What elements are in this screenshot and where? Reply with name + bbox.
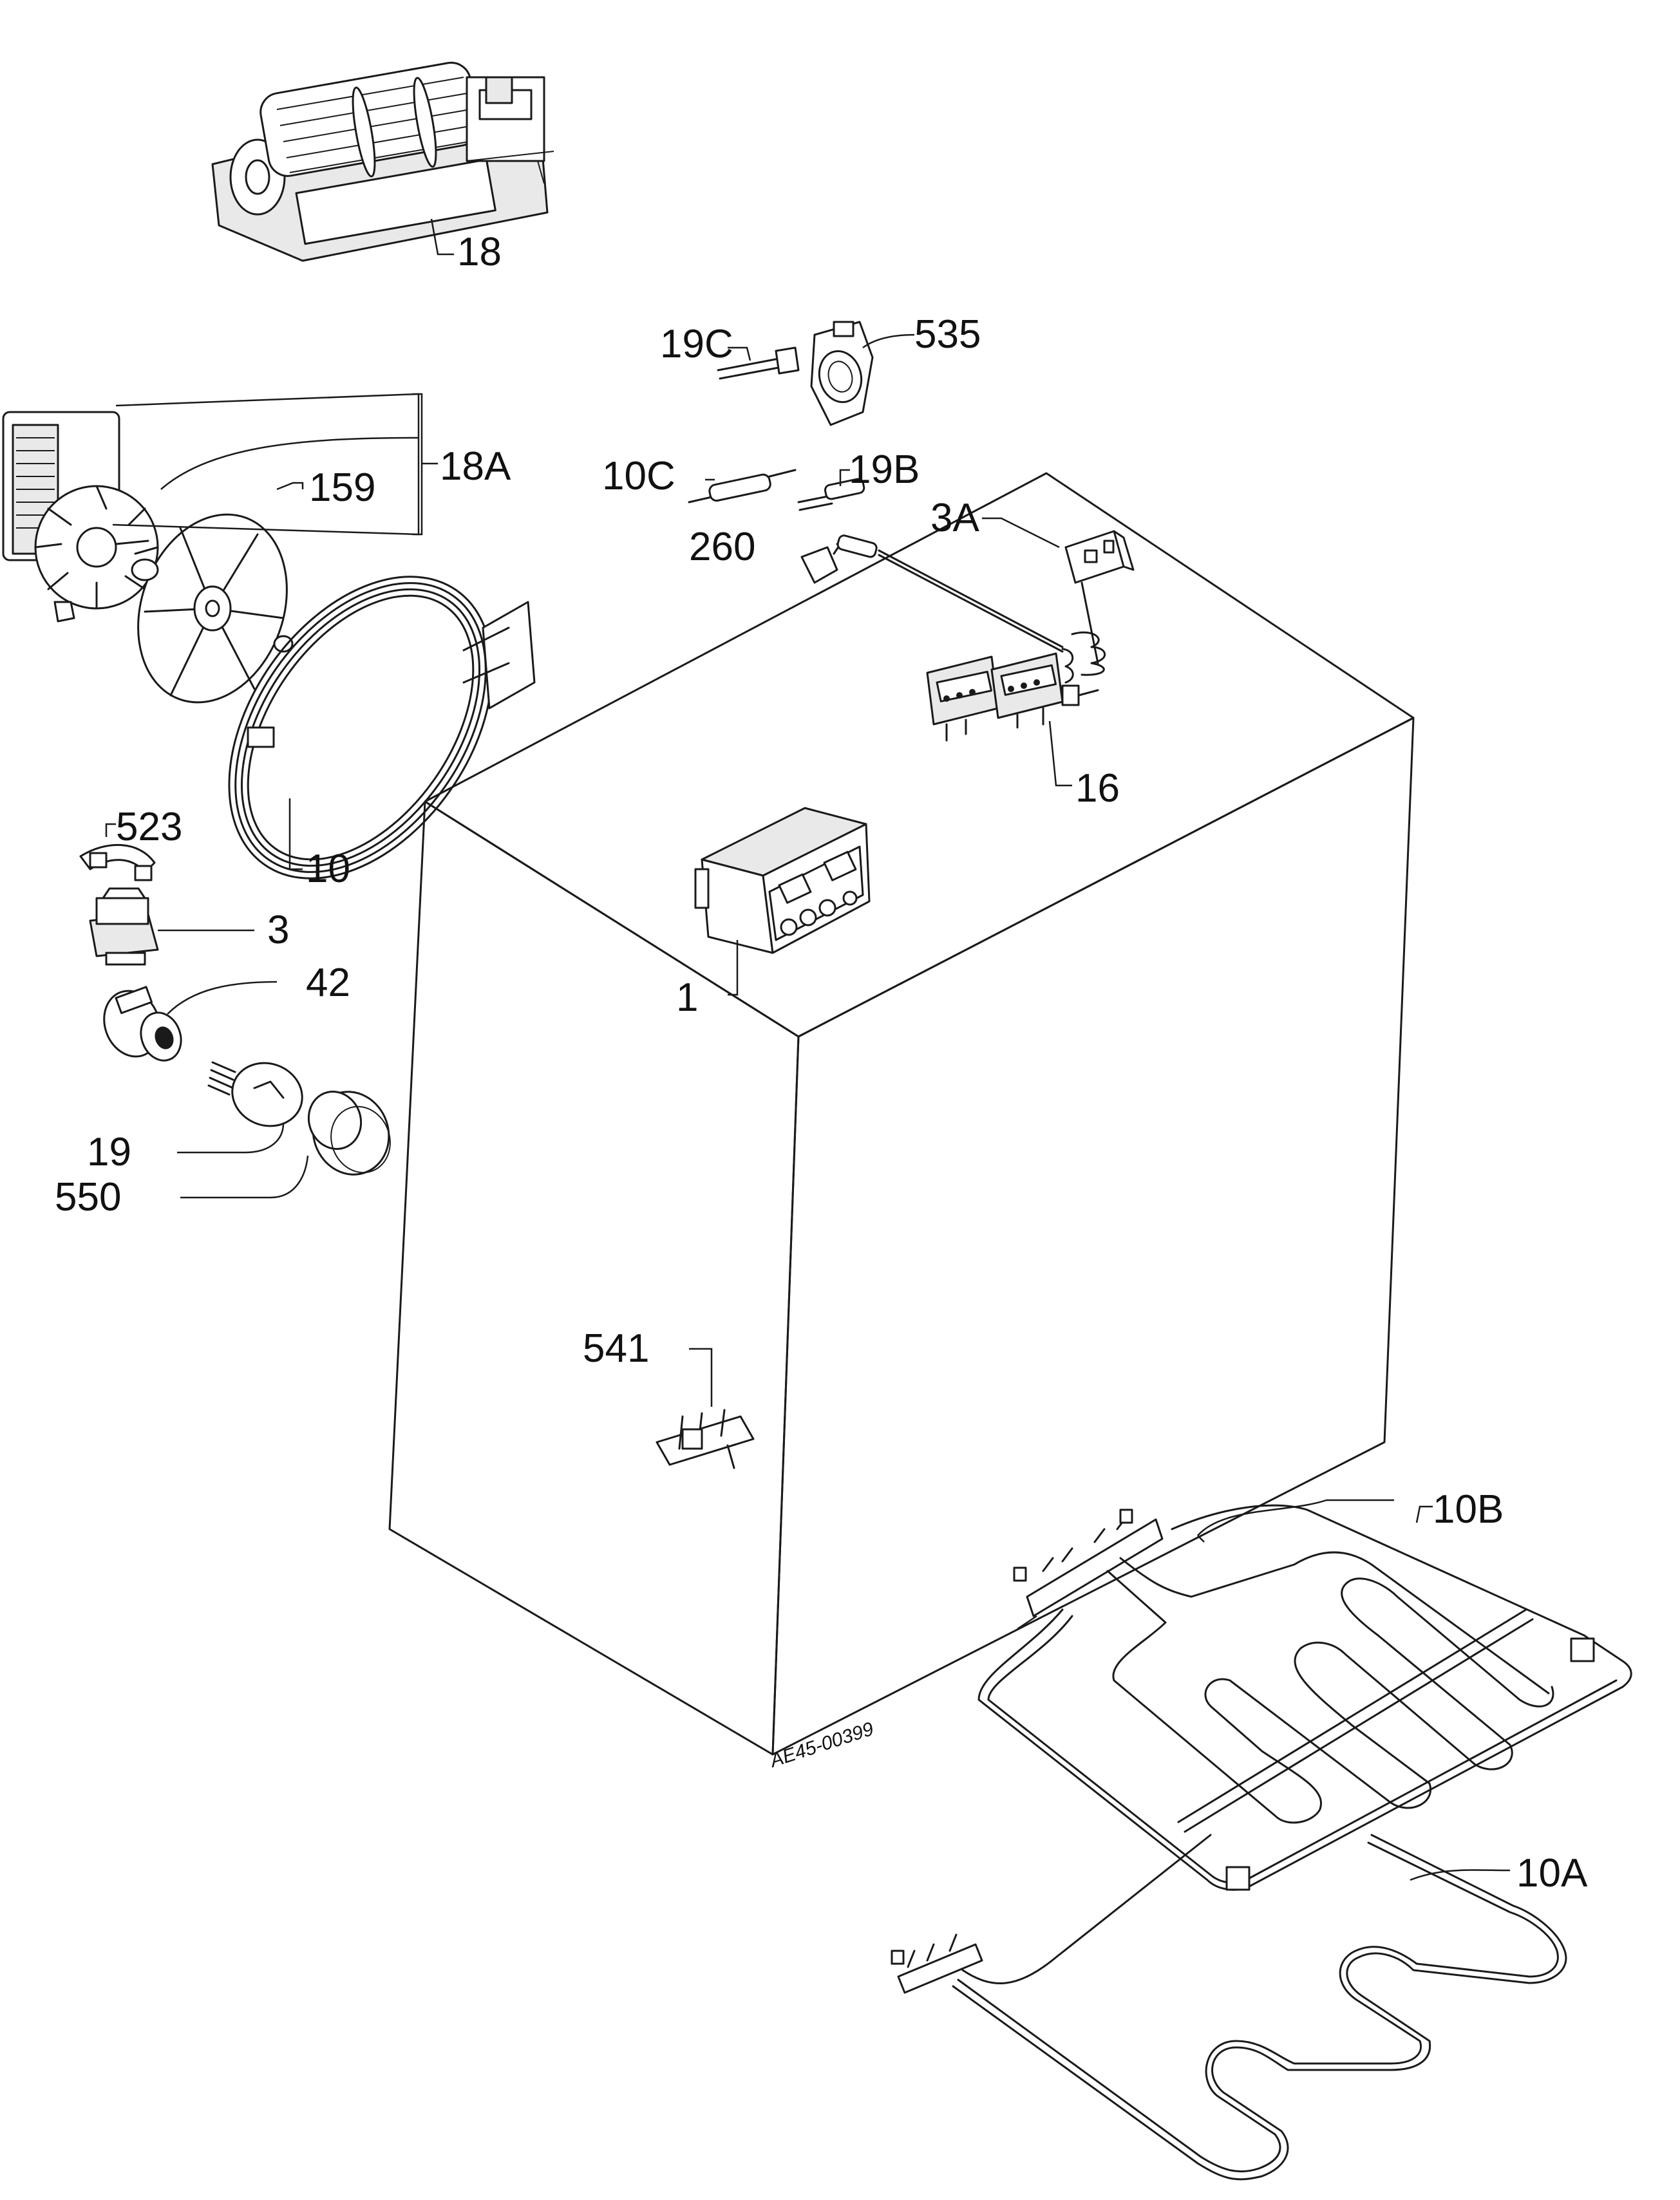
label-523: 523 bbox=[116, 805, 182, 849]
label-260: 260 bbox=[689, 525, 755, 569]
electronic-timer-1-part bbox=[694, 807, 871, 954]
grill-element-10B bbox=[977, 1504, 1632, 1891]
label-550: 550 bbox=[55, 1175, 121, 1219]
label-3: 3 bbox=[267, 908, 289, 952]
label-159: 159 bbox=[309, 465, 375, 510]
clip-part bbox=[79, 843, 156, 881]
resistor-10C-part bbox=[688, 469, 797, 503]
selector-switch-16-part bbox=[926, 652, 1099, 742]
label-18A: 18A bbox=[440, 444, 511, 489]
thermostat-3A-part bbox=[1064, 530, 1135, 676]
label-19B: 19B bbox=[849, 447, 920, 492]
label-1: 1 bbox=[676, 975, 698, 1020]
label-19: 19 bbox=[87, 1130, 131, 1174]
label-16: 16 bbox=[1075, 766, 1120, 811]
lamp-holder-part bbox=[103, 986, 182, 1062]
label-3A: 3A bbox=[930, 496, 979, 540]
probe-19B-part bbox=[797, 478, 865, 511]
fan-impeller-part bbox=[131, 513, 294, 704]
lamp-cover-part bbox=[307, 1091, 391, 1176]
label-541: 541 bbox=[583, 1326, 649, 1371]
drawing-code: AE45-00399 bbox=[766, 1718, 876, 1772]
label-19C: 19C bbox=[660, 322, 733, 366]
fan-motor-part bbox=[2, 411, 159, 623]
label-10A: 10A bbox=[1516, 1851, 1588, 1895]
tangential-fan-part bbox=[211, 61, 554, 262]
thermostat-probe-260-part bbox=[800, 534, 1074, 684]
lamp-bracket-535-part bbox=[810, 321, 874, 426]
lamp-socket-part bbox=[89, 887, 159, 966]
label-10B: 10B bbox=[1433, 1487, 1504, 1532]
oven-cabinet bbox=[388, 472, 1415, 1756]
label-10: 10 bbox=[306, 847, 350, 891]
bottom-element-10A bbox=[891, 1834, 1567, 2181]
circular-heating-element bbox=[228, 576, 536, 879]
label-42: 42 bbox=[306, 961, 350, 1005]
lamp-bulb-part bbox=[207, 1061, 303, 1127]
lamp-19C-part bbox=[717, 346, 800, 380]
label-535: 535 bbox=[914, 312, 981, 357]
label-10C: 10C bbox=[602, 454, 675, 498]
door-switch-541-part bbox=[656, 1409, 755, 1469]
label-18: 18 bbox=[457, 230, 502, 274]
